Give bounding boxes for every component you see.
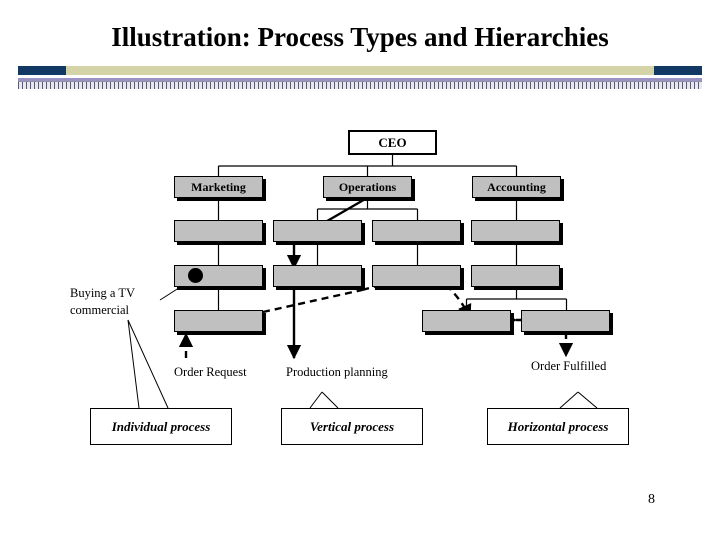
divider-khaki-strip [18, 66, 702, 75]
org-node-level2-4[interactable] [471, 220, 560, 242]
title-divider-bar [18, 66, 702, 89]
divider-navy-right-block [654, 66, 702, 75]
org-node-level2-3[interactable] [372, 220, 461, 242]
org-node-level3-4[interactable] [471, 265, 560, 287]
org-node-level2-1[interactable] [174, 220, 263, 242]
org-node-marketing[interactable]: Marketing [174, 176, 263, 198]
annotation-order-request: Order Request [174, 365, 247, 379]
legend-vertical-process[interactable]: Vertical process [281, 408, 423, 445]
page-number: 8 [648, 492, 655, 507]
org-node-ceo[interactable]: CEO [348, 130, 437, 155]
legend-individual-process[interactable]: Individual process [90, 408, 232, 445]
page-title: Illustration: Process Types and Hierarch… [111, 22, 609, 52]
divider-navy-left-block [18, 66, 66, 75]
divider-hatched-band [18, 81, 702, 89]
org-node-level3-2[interactable] [273, 265, 362, 287]
annotation-order-fulfilled: Order Fulfilled [531, 359, 607, 373]
annotation-production-planning: Production planning [286, 365, 388, 379]
org-node-level3-3[interactable] [372, 265, 461, 287]
org-node-level4-1[interactable] [174, 310, 263, 332]
legend-horizontal-process[interactable]: Horizontal process [487, 408, 629, 445]
divider-purple-line [18, 77, 702, 81]
annotation-buying-a-tv-commercial: Buying a TV commercial [70, 286, 136, 317]
org-node-level2-2[interactable] [273, 220, 362, 242]
org-node-level4-3[interactable] [521, 310, 610, 332]
individual-process-dot-marker [188, 268, 203, 283]
org-node-operations[interactable]: Operations [323, 176, 412, 198]
org-node-accounting[interactable]: Accounting [472, 176, 561, 198]
org-node-level4-2[interactable] [422, 310, 511, 332]
